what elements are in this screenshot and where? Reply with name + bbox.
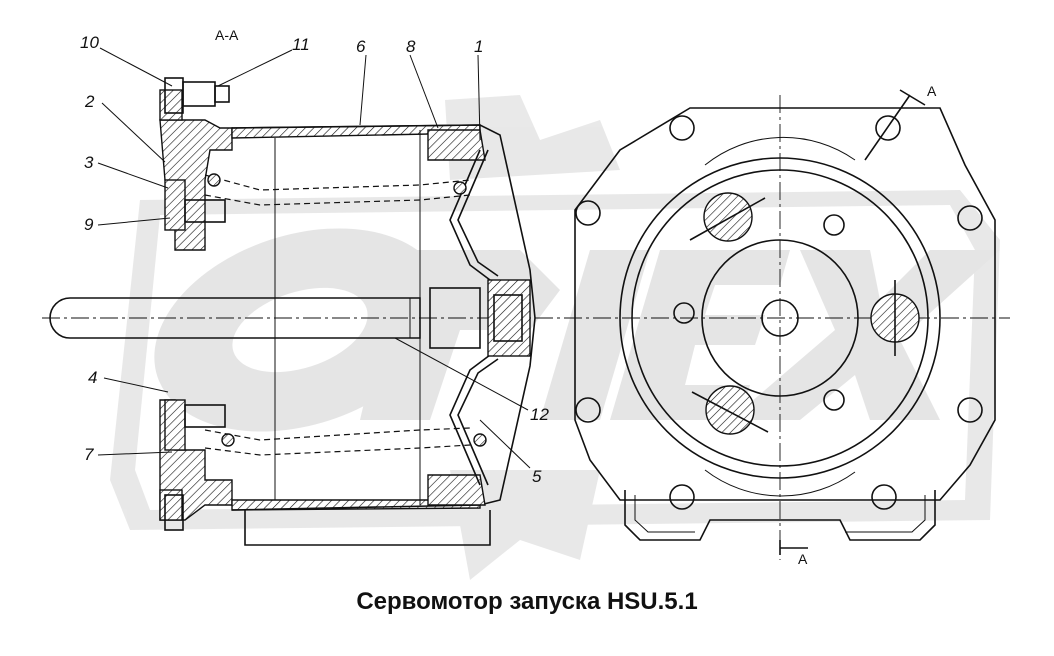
filter-screens — [689, 192, 920, 435]
callout-12: 12 — [530, 405, 549, 424]
oriex-watermark — [110, 95, 1000, 580]
callout-10: 10 — [80, 33, 99, 52]
callout-9: 9 — [84, 215, 94, 234]
callout-1: 1 — [474, 37, 483, 56]
callout-6: 6 — [356, 37, 366, 56]
section-mark-bottom: A — [798, 551, 808, 567]
figure-caption: Сервомотор запуска HSU.5.1 — [356, 588, 698, 615]
section-view — [42, 77, 1010, 546]
callout-8: 8 — [406, 37, 416, 56]
bolt-holes — [575, 115, 983, 510]
section-mark-top: A — [927, 83, 937, 99]
callout-3: 3 — [84, 153, 94, 172]
leader-lines — [97, 47, 531, 469]
callout-11: 11 — [292, 35, 310, 54]
section-title: A-A — [215, 27, 239, 43]
end-view — [574, 89, 996, 560]
callout-7: 7 — [84, 445, 94, 464]
callout-5: 5 — [532, 467, 542, 486]
callout-labels: A-A 10 11 2 3 9 4 7 6 8 1 12 5 A A — [80, 27, 937, 567]
callout-2: 2 — [84, 92, 95, 111]
callout-4: 4 — [88, 368, 97, 387]
